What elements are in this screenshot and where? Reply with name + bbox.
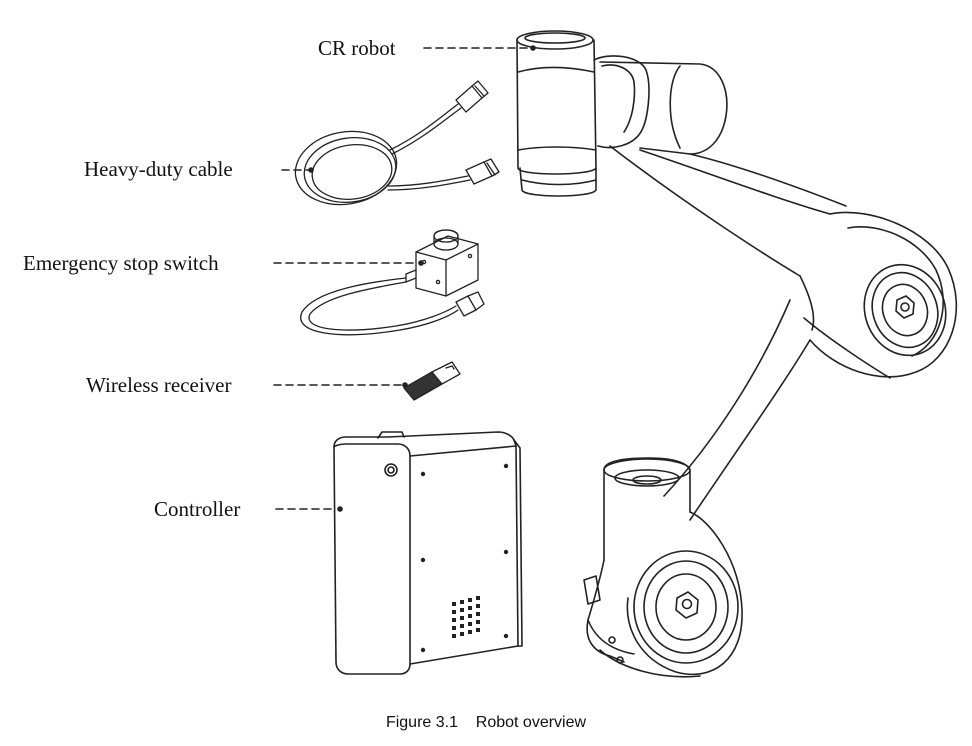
wireless-receiver-drawing <box>403 361 461 401</box>
emergency-stop-switch-drawing <box>300 229 485 336</box>
label-cr-robot: CR robot <box>318 36 396 60</box>
leader-dots <box>308 45 536 512</box>
label-emergency-stop-switch: Emergency stop switch <box>23 251 219 275</box>
label-controller: Controller <box>154 497 241 521</box>
leader-dot-controller <box>337 506 343 512</box>
figure-caption: Figure 3.1 Robot overview <box>385 714 587 731</box>
leader-lines <box>273 47 531 510</box>
heavy-duty-cable-drawing <box>294 80 500 206</box>
label-heavy-duty-cable: Heavy-duty cable <box>84 157 233 181</box>
controller-drawing <box>333 431 523 675</box>
label-wireless-receiver: Wireless receiver <box>86 373 232 397</box>
controller-vent-grille <box>452 596 480 638</box>
cr-robot-arm-drawing <box>516 30 958 678</box>
